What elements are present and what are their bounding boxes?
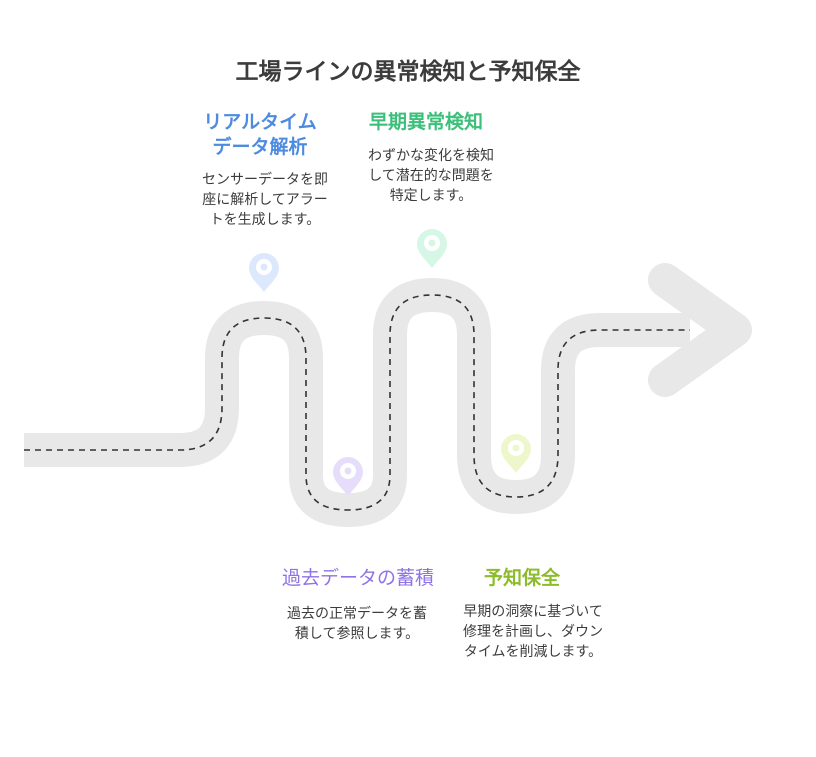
milestone-description: 過去の正常データを蓄 積して参照します。 (287, 606, 427, 642)
milestone-heading: 早期異常検知 (368, 111, 483, 133)
milestone-heading: 予知保全 (483, 567, 560, 589)
map-pin-icon (417, 229, 447, 268)
arrow-right-icon (648, 263, 752, 397)
milestone-description: 早期の洞察に基づいて 修理を計画し、ダウン タイムを削減します。 (463, 604, 603, 660)
milestone-heading: リアルタイム データ解析 (203, 111, 317, 158)
milestone-heading: 過去データの蓄積 (281, 567, 434, 589)
page-title: 工場ラインの異常検知と予知保全 (235, 59, 581, 85)
map-pin-icon (249, 253, 279, 292)
pin-dot (260, 263, 268, 271)
milestone-description: わずかな変化を検知 して潜在的な問題を 特定します。 (368, 148, 494, 204)
road-center-line (24, 294, 690, 511)
map-pin-icon (501, 434, 531, 473)
pin-dot (344, 467, 352, 475)
pin-dot (428, 239, 436, 247)
map-pin-icon (333, 457, 363, 496)
milestone-description: センサーデータを即 座に解析してアラー トを生成します。 (202, 172, 328, 228)
pin-dot (512, 444, 520, 452)
